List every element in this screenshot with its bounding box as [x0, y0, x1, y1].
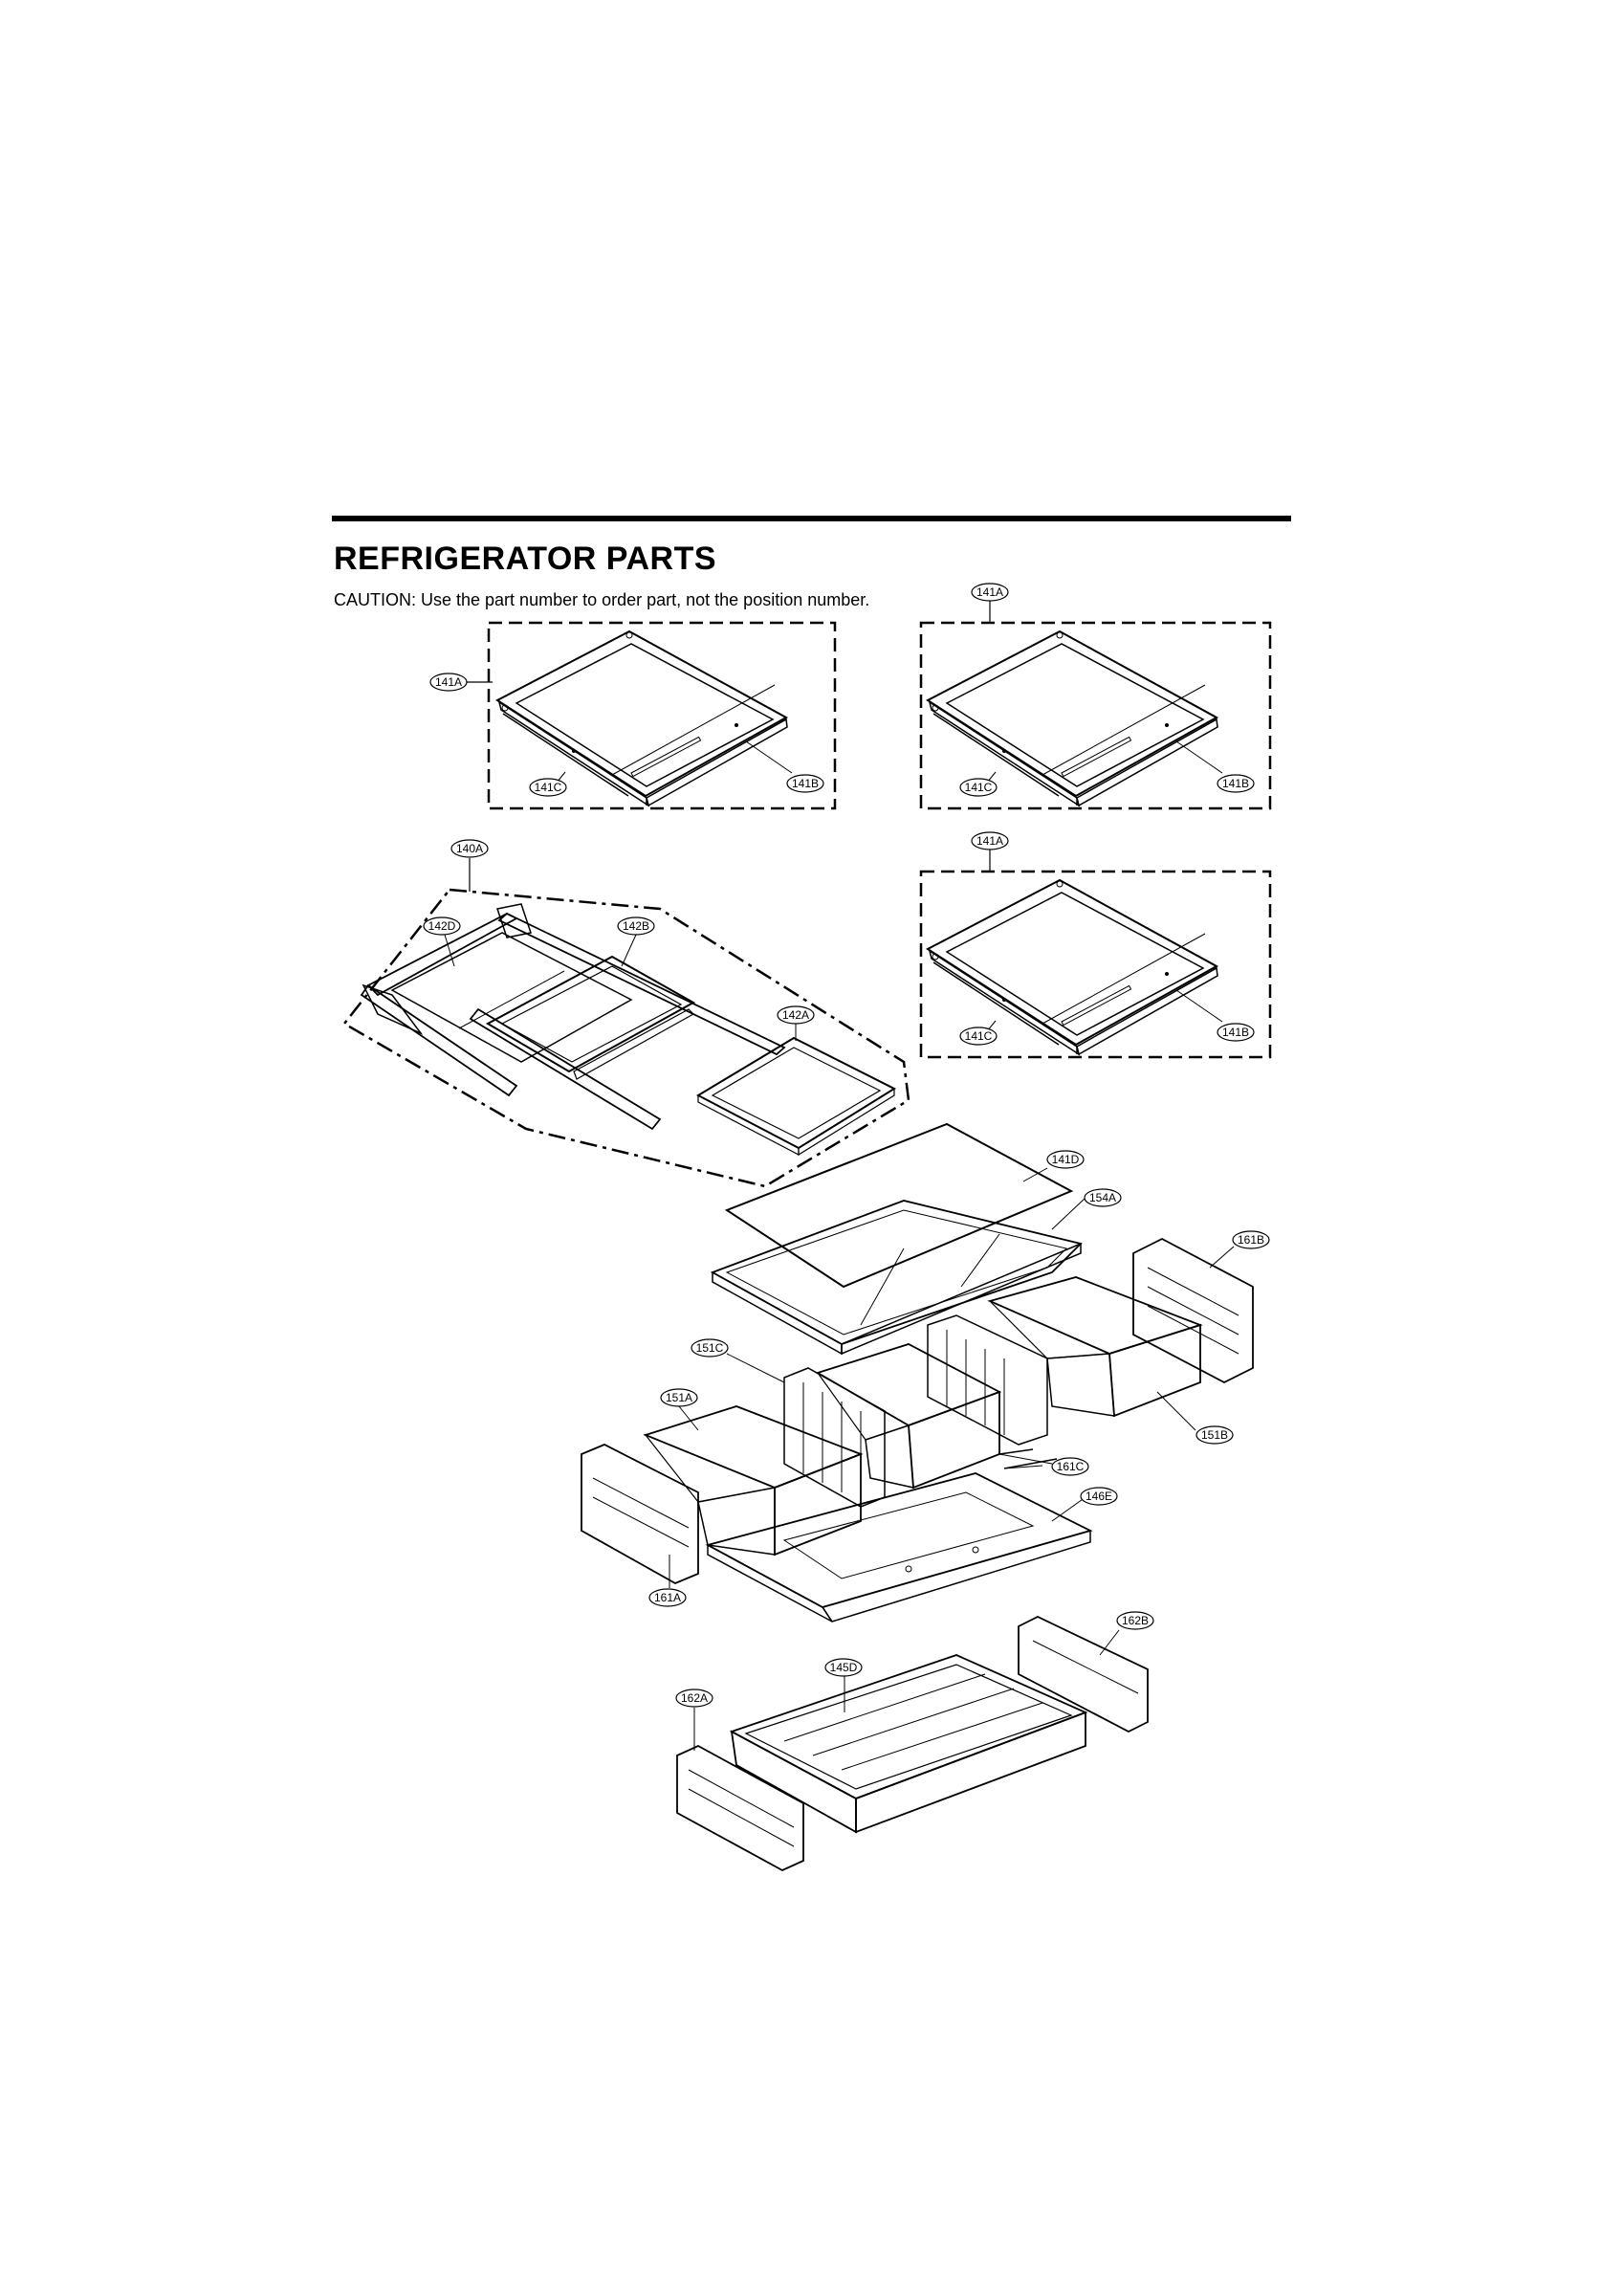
label-151A: 151A: [666, 1391, 692, 1404]
pantry-bracket-left: [676, 1708, 804, 1872]
caution-note: CAUTION: Use the part number to order pa…: [334, 590, 870, 609]
callout-141B-top-right: 141B: [1217, 774, 1255, 793]
callout-141A-mid-right: 141A: [971, 831, 1009, 850]
crisper-drawer-left: [643, 1405, 864, 1556]
label-140A: 140A: [456, 842, 483, 855]
callout-146E: 146E: [1080, 1487, 1118, 1506]
label-141B: 141B: [1222, 777, 1249, 790]
label-142B: 142B: [623, 919, 649, 933]
label-141A: 141A: [976, 834, 1003, 848]
label-151B: 151B: [1201, 1428, 1228, 1442]
label-142D: 142D: [428, 919, 456, 933]
callout-141C-top-right: 141C: [959, 778, 998, 797]
label-145D: 145D: [830, 1661, 858, 1674]
label-161A: 161A: [654, 1591, 681, 1604]
pantry-drawer: [729, 1654, 1088, 1834]
label-141A: 141A: [976, 585, 1003, 599]
callout-151A: 151A: [660, 1388, 698, 1407]
label-141B: 141B: [1222, 1026, 1249, 1039]
label-161C: 161C: [1057, 1460, 1085, 1473]
callout-140A: 140A: [450, 839, 489, 858]
humidity-control-right: [1132, 1237, 1254, 1384]
callout-145D: 145D: [824, 1658, 863, 1677]
callout-161A: 161A: [648, 1588, 687, 1607]
callout-154A: 154A: [1084, 1188, 1122, 1207]
folding-shelf-assembly: [342, 858, 910, 1188]
humidity-control-left: [581, 1444, 699, 1588]
label-161B: 161B: [1238, 1233, 1264, 1247]
callout-141C-top-left: 141C: [529, 778, 567, 797]
callout-142B: 142B: [617, 916, 655, 936]
callout-162B: 162B: [1116, 1611, 1154, 1630]
callout-141B-top-left: 141B: [786, 774, 824, 793]
callout-141A-top-left: 141A: [429, 673, 468, 692]
shelf-assembly-top-left: [466, 621, 837, 810]
callout-142A: 142A: [777, 1005, 815, 1025]
label-146E: 146E: [1086, 1490, 1112, 1503]
callout-141B-mid-right: 141B: [1217, 1023, 1255, 1042]
pantry-bracket-right: [1018, 1615, 1149, 1733]
shelf-assembly-top-right: [919, 600, 1272, 810]
crisper-glass-and-cover: [710, 1122, 1086, 1356]
label-141C: 141C: [965, 1029, 993, 1043]
crisper-drawer-right: [987, 1276, 1203, 1431]
callout-151B: 151B: [1195, 1425, 1234, 1445]
drawer-divider-center: [927, 1314, 1048, 1446]
page-title: REFRIGERATOR PARTS: [334, 541, 717, 577]
label-141C: 141C: [535, 781, 562, 794]
label-142A: 142A: [782, 1008, 809, 1022]
label-162B: 162B: [1122, 1614, 1149, 1627]
label-141C: 141C: [965, 781, 993, 794]
label-141B: 141B: [792, 777, 819, 790]
callout-142D: 142D: [423, 916, 461, 936]
crisper-frame: [705, 1472, 1093, 1623]
callout-162A: 162A: [675, 1689, 713, 1708]
drawer-rail: [998, 1448, 1058, 1469]
callout-151C: 151C: [691, 1338, 729, 1358]
label-154A: 154A: [1089, 1191, 1116, 1204]
callout-161C: 161C: [1051, 1457, 1089, 1476]
label-141D: 141D: [1052, 1153, 1080, 1166]
callout-161B: 161B: [1232, 1230, 1270, 1249]
label-162A: 162A: [681, 1691, 708, 1705]
header-rule: [332, 516, 1291, 521]
callout-141A-top-right: 141A: [971, 583, 1009, 602]
crisper-drawer-center: [815, 1343, 1002, 1490]
label-151C: 151C: [696, 1341, 724, 1355]
shelf-assembly-mid-right: [919, 849, 1272, 1059]
callout-141C-mid-right: 141C: [959, 1027, 998, 1046]
callout-141D: 141D: [1046, 1150, 1085, 1169]
label-141A: 141A: [435, 675, 462, 689]
